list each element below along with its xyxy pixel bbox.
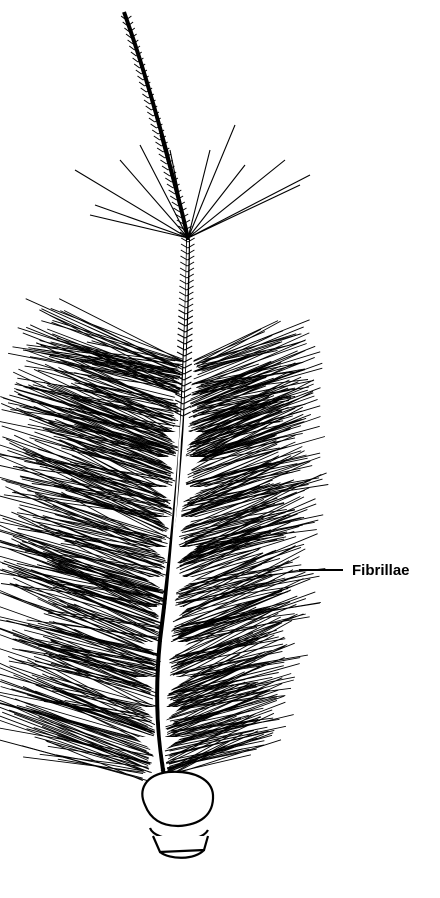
shaft-hair bbox=[134, 64, 140, 68]
shaft-hair bbox=[156, 142, 162, 146]
shaft-hair bbox=[131, 52, 136, 56]
shaft-hair bbox=[149, 118, 155, 122]
shaft-hair bbox=[139, 82, 145, 86]
shaft-hair bbox=[138, 76, 144, 80]
tuft-strand bbox=[170, 150, 188, 238]
fibrilla-stroke bbox=[190, 351, 305, 404]
shaft-hair bbox=[160, 160, 166, 164]
shaft-hair bbox=[154, 136, 160, 140]
tuft-strand bbox=[188, 125, 235, 238]
tuft-strand bbox=[188, 165, 245, 238]
shaft-hair bbox=[151, 124, 157, 128]
shaft-hair bbox=[147, 112, 153, 116]
shaft-hair bbox=[133, 58, 138, 62]
shaft-hair bbox=[169, 190, 175, 194]
fibrilla-stroke bbox=[39, 310, 180, 384]
shaft-hair bbox=[152, 130, 158, 134]
fibrillae-label: Fibrillae bbox=[352, 562, 410, 579]
tuft-strand bbox=[90, 215, 188, 238]
shaft-hair bbox=[164, 172, 170, 176]
shaft-hair bbox=[157, 148, 163, 152]
shaft-hair bbox=[142, 94, 148, 98]
shaft-hair bbox=[170, 196, 176, 200]
fibrillae-callout: Fibrillae bbox=[299, 562, 410, 579]
tuft-strand bbox=[188, 175, 310, 238]
shaft-hair bbox=[146, 106, 152, 110]
fibrilla-stroke bbox=[28, 624, 151, 678]
shaft-hair bbox=[172, 202, 179, 206]
fibrilla-stroke bbox=[178, 631, 283, 663]
shaft-hair bbox=[167, 184, 173, 188]
shaft-hair bbox=[136, 70, 142, 74]
shaft-hair bbox=[144, 100, 150, 104]
shaft-hair bbox=[162, 166, 168, 170]
feather-base bbox=[142, 772, 213, 858]
shaft-hair bbox=[141, 88, 147, 92]
shaft-hair bbox=[159, 154, 165, 158]
shaft-hair bbox=[165, 178, 171, 182]
radiating-tuft bbox=[75, 125, 310, 238]
